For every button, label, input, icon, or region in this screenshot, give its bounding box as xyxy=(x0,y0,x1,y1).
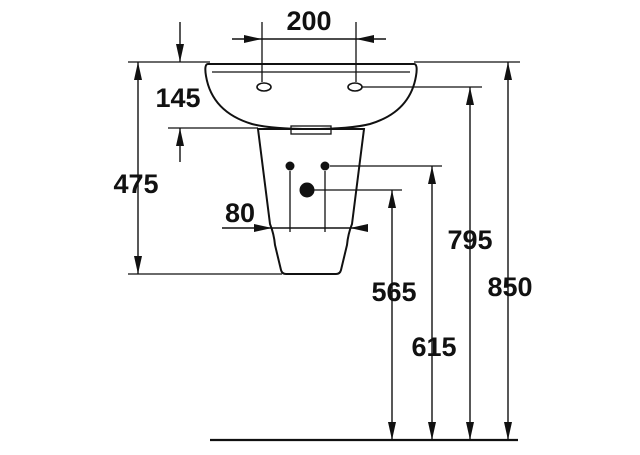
dim-615-arrow-top xyxy=(428,166,436,184)
dim-850-arrow-top xyxy=(504,62,512,80)
dim-145-label: 145 xyxy=(155,83,200,113)
right-tap-hole xyxy=(347,82,363,92)
dim-565-arrow-bottom xyxy=(388,422,396,440)
dim-565-arrow-top xyxy=(388,190,396,208)
drain-point xyxy=(299,182,315,198)
dim-795-label: 795 xyxy=(447,225,492,255)
pedestal-top-notch xyxy=(290,125,332,135)
right-supply-point xyxy=(320,161,330,171)
dim-200-arrow-right xyxy=(356,35,374,43)
dim-80-arrow-left xyxy=(254,224,272,232)
dim-200-arrow-left xyxy=(244,35,262,43)
dim-145-arrow-top xyxy=(176,44,184,62)
dim-795-arrow-bottom xyxy=(466,422,474,440)
left-tap-hole xyxy=(256,82,272,92)
dim-615-arrow-bottom xyxy=(428,422,436,440)
dim-80-label: 80 xyxy=(225,198,255,228)
dim-850-arrow-bottom xyxy=(504,422,512,440)
dim-795-arrow-top xyxy=(466,87,474,105)
left-supply-point xyxy=(285,161,295,171)
dim-615-label: 615 xyxy=(411,332,456,362)
dim-850-label: 850 xyxy=(487,272,532,302)
pedestal-outline xyxy=(256,128,366,275)
dim-475-arrow-bottom xyxy=(134,256,142,274)
dim-145-arrow-bottom xyxy=(176,128,184,146)
dim-475-arrow-top xyxy=(134,62,142,80)
dim-565-label: 565 xyxy=(371,277,416,307)
dim-200-label: 200 xyxy=(286,6,331,36)
basin-outline xyxy=(204,63,418,131)
dim-80-arrow-right xyxy=(350,224,368,232)
dim-475-label: 475 xyxy=(113,169,158,199)
